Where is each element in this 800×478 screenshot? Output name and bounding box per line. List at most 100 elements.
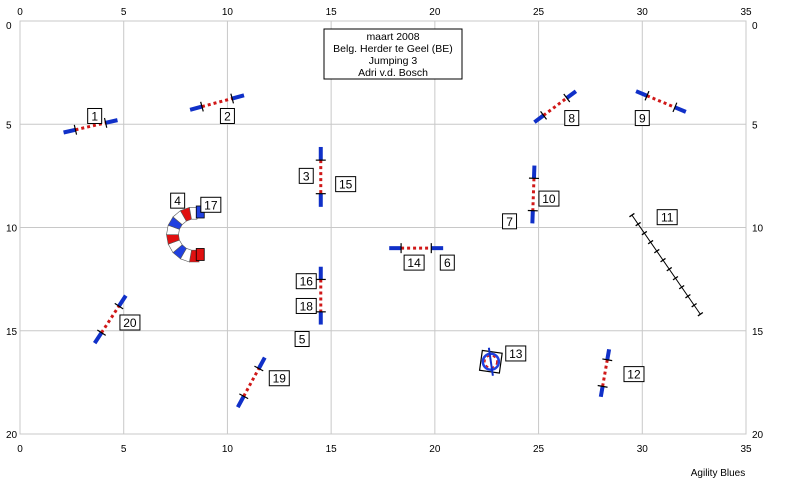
jump-standard: [73, 124, 78, 135]
jump-wing: [93, 331, 104, 345]
label-number: 15: [339, 178, 353, 192]
label-box: [335, 176, 357, 193]
label-box: [403, 254, 425, 271]
label-box: [623, 366, 645, 383]
y-tick-left: 5: [6, 120, 12, 131]
weave-pole: [697, 311, 704, 317]
weave-pole: [635, 221, 641, 227]
x-tick-bottom: 10: [222, 444, 234, 455]
label-number: 11: [661, 211, 674, 225]
y-tick-left: 0: [6, 21, 12, 32]
label-5: 5: [294, 331, 310, 348]
jump-standard: [644, 90, 650, 101]
footer-brand: Agility Blues: [691, 468, 745, 478]
grid-border: [19, 20, 747, 435]
jump-12: [597, 348, 613, 398]
jump-bar: [601, 359, 609, 387]
x-tick-top: 20: [429, 7, 441, 18]
jump-wing: [236, 395, 246, 409]
x-tick-bottom: 20: [429, 444, 441, 455]
weave-pole: [691, 302, 697, 308]
grid: [19, 20, 747, 435]
label-box: [564, 110, 580, 127]
y-tick-right: 10: [752, 224, 764, 235]
label-box: [87, 107, 103, 124]
jump-wing: [674, 105, 687, 114]
info-class: Jumping 3: [369, 55, 418, 67]
weave-pole: [653, 248, 660, 254]
jump-wing: [533, 113, 545, 124]
jump-16-18: [315, 266, 326, 325]
x-tick-top: 35: [740, 7, 752, 18]
jump-standard: [200, 101, 204, 112]
label-number: 12: [627, 368, 641, 382]
jump-standard: [672, 102, 678, 113]
jump-standard: [563, 93, 571, 103]
jump-14-6: [389, 243, 444, 254]
jump-10-7: [527, 165, 539, 224]
jump-20: [93, 294, 128, 345]
label-18: 18: [295, 297, 317, 314]
x-tick-top: 25: [533, 7, 545, 18]
label-number: 9: [639, 112, 646, 126]
jump-standard: [254, 365, 264, 372]
jump-wing: [257, 356, 267, 370]
jump-wing: [189, 104, 203, 112]
label-number: 13: [509, 347, 523, 361]
tyre-post: [487, 347, 494, 376]
label-box: [538, 190, 560, 207]
label-number: 7: [506, 215, 513, 229]
y-tick-left: 10: [6, 224, 18, 235]
label-1: 1: [87, 107, 103, 124]
label-number: 6: [444, 256, 451, 270]
jump-standard: [114, 302, 124, 310]
jump-wing: [635, 89, 648, 98]
label-16: 16: [295, 273, 317, 290]
label-number: 3: [303, 169, 310, 183]
label-20: 20: [119, 314, 141, 331]
x-tick-top: 15: [326, 7, 338, 18]
jump-bar: [646, 94, 676, 109]
jump-bar: [201, 97, 233, 109]
tunnel-4-17: [166, 205, 205, 263]
jump-2: [189, 93, 245, 112]
weave-pole: [678, 284, 685, 290]
x-tick-top: 5: [121, 7, 127, 18]
tyre-ring: [481, 352, 501, 371]
jump-3-15: [315, 146, 326, 207]
tunnel-end: [195, 248, 205, 261]
jump-wing: [117, 294, 128, 308]
label-box: [634, 110, 650, 127]
label-box: [200, 196, 222, 213]
label-number: 17: [204, 198, 218, 212]
x-tick-top: 10: [222, 7, 234, 18]
label-4: 4: [170, 192, 186, 209]
weave-11: [629, 212, 704, 317]
x-tick-top: 30: [637, 7, 649, 18]
label-6: 6: [439, 254, 455, 271]
label-box: [219, 107, 235, 124]
jump-bar: [242, 367, 261, 397]
jump-wing: [565, 89, 578, 100]
weave-pole: [660, 257, 666, 263]
label-13: 13: [505, 345, 527, 362]
label-box: [295, 273, 317, 290]
x-tick-top: 0: [17, 7, 23, 18]
tyre-ring-inner: [484, 354, 498, 369]
label-box: [502, 213, 518, 230]
y-tick-left: 20: [6, 430, 18, 441]
jump-19: [236, 356, 267, 409]
x-tick-bottom: 5: [121, 444, 127, 455]
y-tick-right: 5: [752, 120, 758, 131]
label-number: 4: [174, 194, 181, 208]
x-tick-bottom: 0: [17, 444, 23, 455]
y-tick-right: 15: [752, 327, 764, 338]
label-box: [656, 209, 678, 226]
label-box: [439, 254, 455, 271]
label-box: [505, 345, 527, 362]
jump-standard: [239, 393, 249, 400]
jump-wing: [231, 93, 245, 101]
label-box: [119, 314, 141, 331]
